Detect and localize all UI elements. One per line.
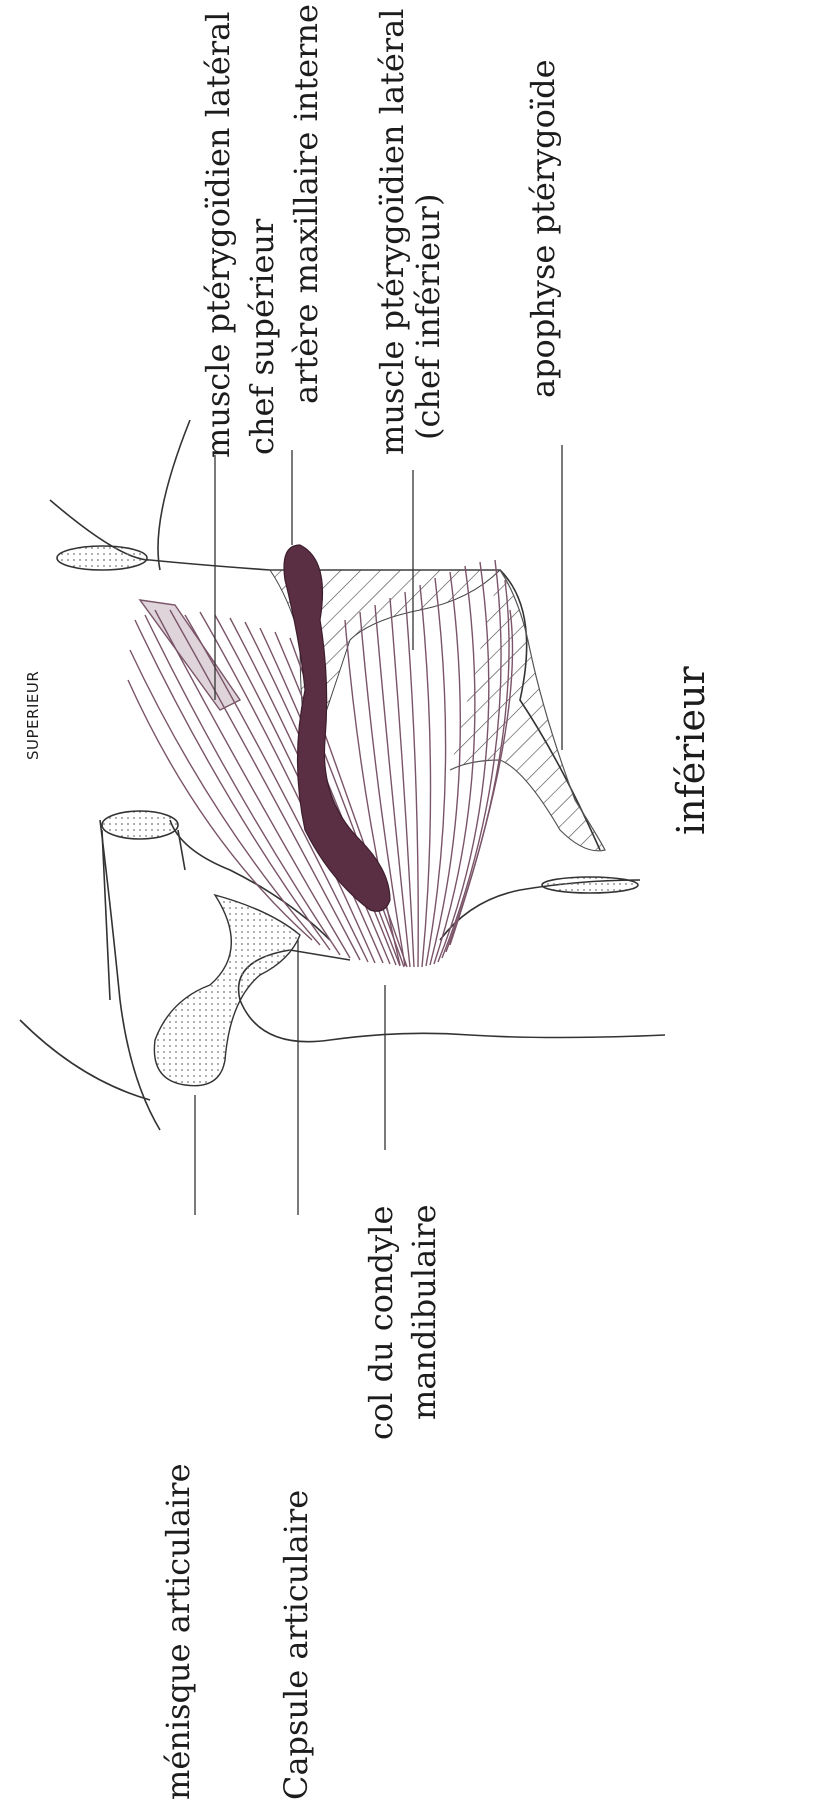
label-pterygoid-inferior-line1: muscle ptérygoïdien latéral <box>373 9 411 455</box>
label-pterygoid-superior-2: chef supérieur <box>246 219 278 455</box>
meniscus-shape <box>154 895 300 1086</box>
label-pterygoid-inferior-2: (chef inférieur) <box>412 194 444 440</box>
label-pterygoid-inferior-line2: (chef inférieur) <box>409 194 447 440</box>
label-col-line1: col du condyle <box>362 1206 400 1440</box>
label-inferieur-text: inférieur <box>669 666 713 835</box>
label-artery-text: artère maxillaire interne <box>287 4 325 404</box>
bone-section-right <box>542 877 638 893</box>
label-menisque: ménisque articulaire <box>162 1463 194 1800</box>
label-pterygoid-superior-line2: chef supérieur <box>243 219 281 455</box>
sinus-section-top <box>57 546 147 570</box>
label-col-line2: mandibulaire <box>405 1204 443 1420</box>
condyle-column <box>102 811 185 1000</box>
label-col-condyle: col du condyle <box>365 1206 397 1440</box>
label-superieur: SUPERIEUR <box>26 671 41 760</box>
label-menisque-text: ménisque articulaire <box>159 1463 197 1800</box>
label-apophyse-text: apophyse ptérygoïde <box>524 59 562 398</box>
label-pterygoid-inferior: muscle ptérygoïdien latéral <box>376 9 408 455</box>
label-capsule-text: Capsule articulaire <box>277 1490 315 1800</box>
label-inferieur: inférieur <box>672 666 710 835</box>
label-pterygoid-superior-line1: muscle ptérygoïdien latéral <box>199 12 237 458</box>
label-pterygoid-superior: muscle ptérygoïdien latéral <box>202 12 234 458</box>
bone-outlines <box>20 420 665 1130</box>
label-col-condyle-2: mandibulaire <box>408 1204 440 1420</box>
label-apophyse: apophyse ptérygoïde <box>527 59 559 398</box>
label-capsule: Capsule articulaire <box>280 1490 312 1800</box>
muscle-superior-head <box>128 600 407 967</box>
label-superieur-text: SUPERIEUR <box>24 671 42 760</box>
leader-lines <box>195 445 562 1215</box>
label-artery: artère maxillaire interne <box>290 4 322 404</box>
